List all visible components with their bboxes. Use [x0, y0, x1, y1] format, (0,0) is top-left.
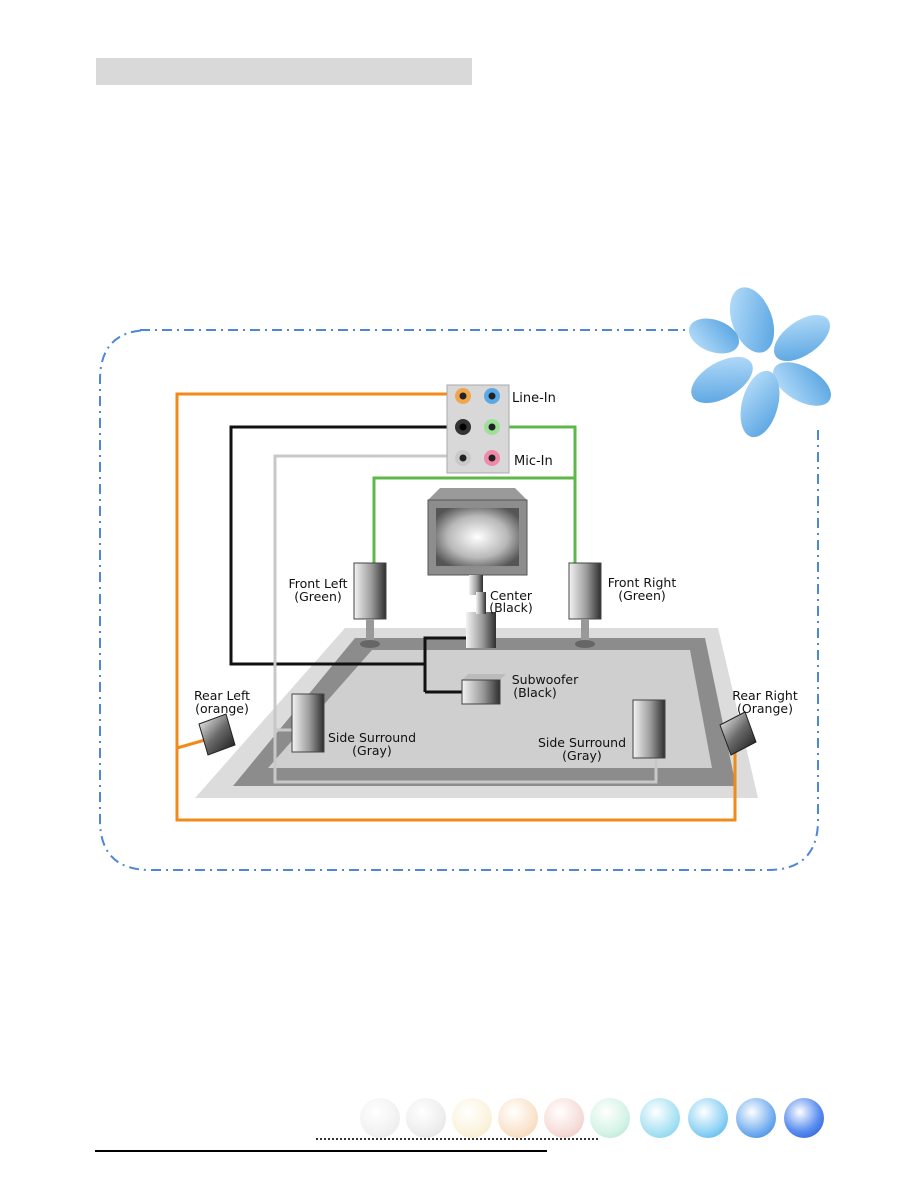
subwoofer-color: (Black) — [513, 685, 557, 700]
center-label: Center — [490, 588, 533, 603]
section-header-bar — [96, 58, 472, 85]
front-right-color: (Green) — [618, 588, 666, 603]
center-color: (Black) — [489, 600, 533, 615]
side-surround-left-label: Side Surround — [328, 730, 416, 745]
rear-right-label: Rear Right — [732, 688, 798, 703]
black-cable — [229, 425, 449, 666]
floor-inner — [268, 650, 712, 768]
decorative-orb — [590, 1098, 630, 1138]
front-left-label: Front Left — [288, 576, 347, 591]
speaker-icon — [632, 699, 666, 759]
speaker-icon — [198, 713, 236, 756]
green-cable-2 — [372, 476, 575, 565]
front-right-label: Front Right — [608, 575, 677, 590]
side-surround-left-color: (Gray) — [352, 743, 392, 758]
decorative-orb — [360, 1098, 400, 1138]
side-surround-right-label: Side Surround — [538, 735, 626, 750]
footer-rule — [95, 1150, 547, 1152]
black-cable-2 — [423, 636, 482, 692]
orange-cable-rl — [176, 738, 206, 750]
footer-dotted-rule — [316, 1138, 598, 1140]
diagram-border — [99, 329, 819, 871]
speaker-icon — [466, 592, 496, 648]
monitor-icon — [427, 488, 528, 595]
audio-jack-panel — [446, 384, 510, 474]
decorative-orb — [498, 1098, 538, 1138]
decorative-orb — [544, 1098, 584, 1138]
decorative-orb — [688, 1098, 728, 1138]
side-surround-right-color: (Gray) — [562, 748, 602, 763]
decorative-orb — [736, 1098, 776, 1138]
flower-logo-icon — [688, 287, 831, 438]
subwoofer-label: Subwoofer — [512, 672, 579, 687]
mic-in-label: Mic-In — [514, 454, 553, 469]
rear-right-color: (Orange) — [737, 701, 793, 716]
speaker-icon — [461, 674, 506, 705]
gray-cable — [273, 454, 658, 784]
decorative-orb — [406, 1098, 446, 1138]
rear-left-label: Rear Left — [194, 688, 250, 703]
orange-cable — [175, 392, 737, 822]
speaker-icon — [568, 562, 602, 648]
decorative-orb — [784, 1098, 824, 1138]
speaker-icon — [719, 711, 757, 756]
rear-left-color: (orange) — [195, 701, 249, 716]
line-in-label: Line-In — [512, 391, 556, 406]
front-left-color: (Green) — [294, 589, 342, 604]
green-cable — [503, 425, 577, 565]
decorative-orb — [452, 1098, 492, 1138]
speaker-icon — [291, 693, 325, 753]
speaker-icon — [353, 562, 387, 648]
decorative-orb — [640, 1098, 680, 1138]
